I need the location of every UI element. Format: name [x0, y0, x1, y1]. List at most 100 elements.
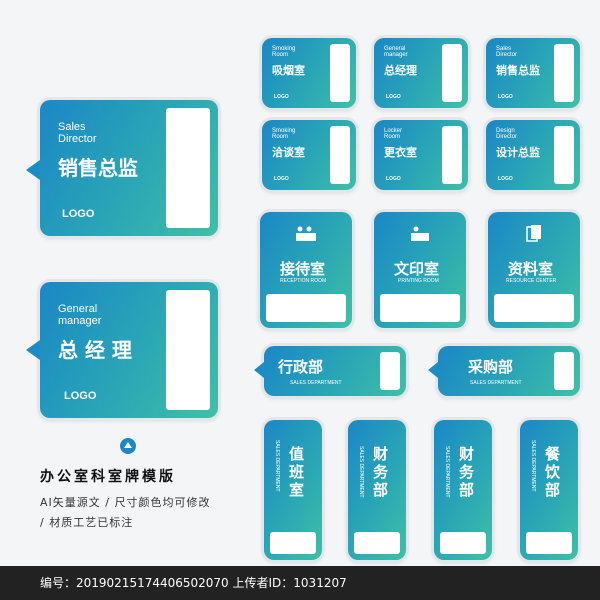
name-slot: [270, 532, 316, 554]
en-line2: Room: [272, 134, 289, 141]
sign-cn-title: 资料室: [508, 260, 554, 278]
sign-cn-title: 餐饮部: [543, 446, 561, 500]
up-arrow-icon: [120, 438, 136, 454]
wide-sign-purchasing: 采购部 SALES DEPARTMENT: [428, 346, 580, 396]
vertical-sign-dining: SALES DEPARTMENT 餐饮部: [520, 420, 578, 560]
large-sign-sales-director: Sales Director 销售总监 LOGO: [26, 100, 218, 236]
watermark-footer: 编号：20190215174406502070 上传者ID：1031207: [0, 566, 600, 600]
logo-text: LOGO: [498, 94, 513, 100]
icon-sign-reception: 接待室 RECEPTION ROOM: [260, 212, 352, 328]
name-slot: [494, 294, 574, 322]
sign-tail: [428, 362, 438, 378]
sign-cn-title: 洽谈室: [272, 146, 305, 159]
sign-en-title: Sales Director: [58, 121, 97, 145]
name-slot: [554, 126, 574, 184]
logo-text: LOGO: [274, 176, 289, 182]
sign-cn-title: 财务部: [457, 446, 475, 500]
sign-cn-title: 接待室: [280, 260, 326, 278]
sign-cn-title: 行政部: [278, 358, 324, 376]
caption-line1: AI矢量源文 / 尺寸颜色均可修改: [40, 496, 211, 509]
name-slot: [442, 126, 462, 184]
logo-text: LOGO: [62, 208, 95, 220]
sign-tail: [26, 340, 40, 360]
sign-cn-title: 值班室: [287, 446, 305, 500]
en-line1: Smoking: [272, 46, 296, 52]
sign-en-subtitle: SALES DEPARTMENT: [358, 446, 364, 498]
sign-cn-title: 采购部: [468, 358, 514, 376]
name-slot: [380, 352, 400, 390]
en-line2: manager: [58, 314, 102, 327]
sign-tail: [26, 160, 40, 180]
en-line2: Director: [496, 52, 518, 59]
sign-en-title: General manager: [58, 303, 102, 327]
name-slot: [440, 532, 486, 554]
en-line1: Locker: [384, 128, 403, 134]
sign-en-subtitle: SALES DEPARTMENT: [290, 380, 342, 386]
reception-desk-icon: [296, 226, 316, 241]
vertical-sign-duty-room: SALES DEPARTMENT 值班室: [264, 420, 322, 560]
sign-en-subtitle: RESOURCE CENTER: [506, 278, 557, 284]
name-slot: [166, 108, 210, 228]
sign-en-subtitle: SALES DEPARTMENT: [470, 380, 522, 386]
sign-en-subtitle: SALES DEPARTMENT: [530, 440, 536, 492]
name-slot: [554, 44, 574, 102]
logo-text: LOGO: [386, 176, 401, 182]
en-line2: Director: [496, 134, 518, 141]
name-slot: [330, 126, 350, 184]
footer-text: 编号：20190215174406502070 上传者ID：1031207: [40, 576, 347, 590]
sign-cn-title: 销售总监: [58, 156, 138, 180]
en-line1: Sales: [58, 121, 86, 133]
name-slot: [354, 532, 400, 554]
name-slot: [526, 532, 572, 554]
en-line1: Design: [496, 128, 515, 134]
sign-cn-title: 更衣室: [384, 146, 417, 159]
en-line2: manager: [384, 52, 408, 59]
name-slot: [380, 294, 460, 322]
sign-cn-title: 财务部: [371, 446, 389, 500]
en-line1: Smoking: [272, 128, 296, 134]
wide-sign-admin: 行政部 SALES DEPARTMENT: [254, 346, 406, 396]
vertical-sign-finance-2: SALES DEPARTMENT 财务部: [434, 420, 492, 560]
sign-cn-title: 设计总监: [496, 146, 540, 159]
name-slot: [330, 44, 350, 102]
sign-cn-title: 总经理: [384, 64, 417, 77]
sign-cn-title: 吸烟室: [272, 64, 305, 77]
logo-text: LOGO: [498, 176, 513, 182]
en-line2: Room: [384, 134, 401, 141]
logo-text: LOGO: [64, 390, 97, 402]
logo-text: LOGO: [274, 94, 289, 100]
icon-sign-printing: 文印室 PRINTING ROOM: [374, 212, 466, 328]
documents-icon: [526, 225, 541, 242]
caption-title: 办公室科室牌模版: [40, 469, 176, 485]
name-slot: [442, 44, 462, 102]
en-line2: Director: [58, 132, 97, 145]
sign-tail: [254, 362, 264, 378]
vertical-sign-finance-1: SALES DEPARTMENT 财务部: [348, 420, 406, 560]
en-line2: Room: [272, 52, 289, 59]
sign-cn-title: 文印室: [394, 260, 440, 278]
name-slot: [166, 290, 210, 410]
icon-sign-resource: 资料室 RESOURCE CENTER: [488, 212, 580, 328]
en-line1: General: [58, 303, 98, 315]
sign-en-subtitle: SALES DEPARTMENT: [274, 440, 280, 492]
sign-cn-title: 销售总监: [496, 64, 540, 77]
sign-en-subtitle: SALES DEPARTMENT: [444, 446, 450, 498]
en-line1: General: [384, 46, 406, 52]
sign-en-subtitle: RECEPTION ROOM: [280, 278, 327, 284]
caption-line2: / 材质工艺已标注: [40, 516, 134, 529]
printer-icon: [411, 226, 429, 241]
large-sign-general-manager: General manager 总 经 理 LOGO: [26, 282, 218, 418]
sign-cn-title: 总 经 理: [58, 338, 132, 362]
